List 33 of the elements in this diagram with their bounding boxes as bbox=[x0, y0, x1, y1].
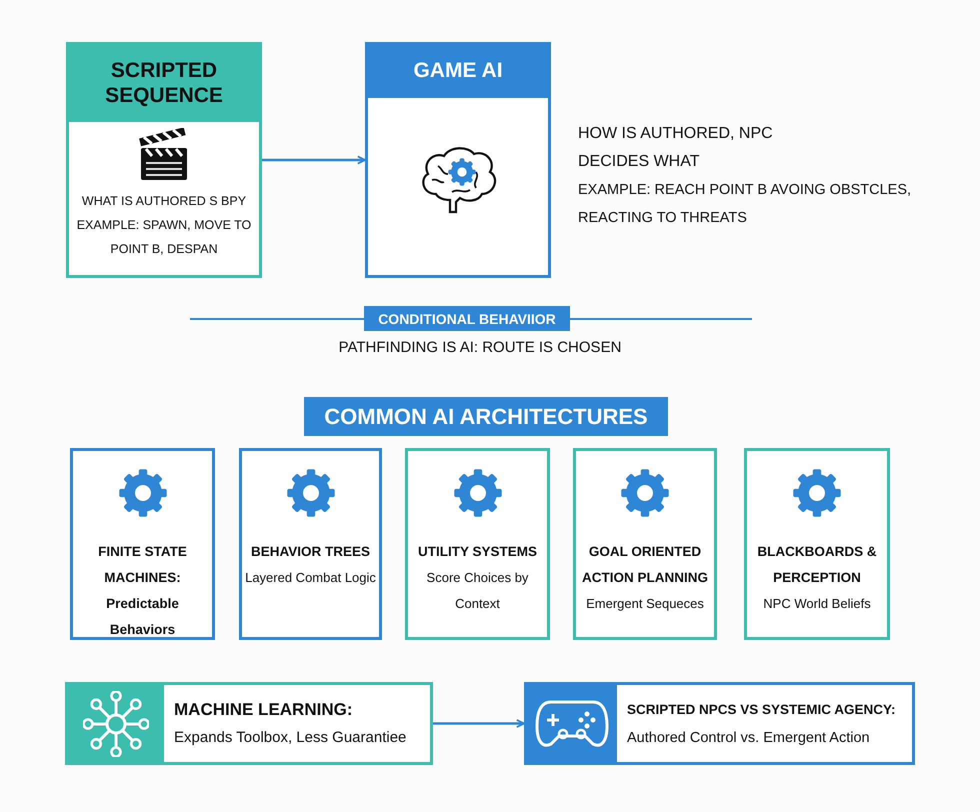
note-text: PATHFINDING IS AI: ROUTE IS CHOSEN bbox=[338, 338, 622, 358]
box-title: SCRIPTED SEQUENCE bbox=[69, 45, 259, 122]
note-text: HOW IS AUTHORED, NPC DECIDES WHAT bbox=[578, 124, 774, 172]
card-title: MACHINE LEARNING: bbox=[174, 698, 354, 720]
architecture-card bbox=[573, 448, 717, 640]
architecture-card bbox=[239, 448, 382, 640]
box-title: GAME AI bbox=[368, 45, 548, 98]
body-text: EXAMPLE: SPAWN, MOVE TO POINT B, DESPAN bbox=[76, 217, 252, 258]
card-title: BEHAVIOR TREES bbox=[250, 543, 371, 561]
card-text: NPC World Beliefs bbox=[762, 595, 872, 613]
architecture-card bbox=[744, 448, 890, 640]
card-title: GOAL ORIENTED ACTION PLANNING bbox=[581, 543, 709, 587]
architecture-card bbox=[405, 448, 550, 640]
card-text: Score Choices by Context bbox=[426, 569, 530, 613]
card-title: SCRIPTED NPCS VS SYSTEMIC AGENCY: bbox=[627, 700, 897, 718]
card-title: BLACKBOARDS & PERCEPTION bbox=[756, 543, 878, 587]
card-title: UTILITY SYSTEMS bbox=[416, 543, 538, 561]
panel-card bbox=[66, 42, 262, 278]
info-card bbox=[524, 682, 915, 765]
section-banner: COMMON AI ARCHITECTURES bbox=[304, 397, 668, 436]
card-text: Layered Combat Logic bbox=[244, 569, 377, 587]
card-text: Emergent Sequeces bbox=[585, 595, 705, 613]
card-title: FINITE STATE MACHINES: Predictable Behaviors bbox=[97, 543, 188, 639]
arrow bbox=[262, 156, 366, 164]
architecture-card bbox=[70, 448, 215, 640]
body-text: WHAT IS AUTHORED S BPY bbox=[80, 193, 248, 210]
section-banner: CONDITIONAL BEHAVIIOR bbox=[364, 306, 570, 331]
card-text: Expands Toolbox, Less Guarantiee bbox=[174, 728, 408, 748]
info-card bbox=[65, 682, 433, 765]
panel-card bbox=[365, 42, 551, 278]
card-text: Authored Control vs. Emergent Action bbox=[627, 728, 871, 748]
arrow bbox=[433, 719, 525, 728]
note-text: EXAMPLE: REACH POINT B AVOING OBSTCLES, REACTING TO THREATS bbox=[578, 181, 912, 228]
